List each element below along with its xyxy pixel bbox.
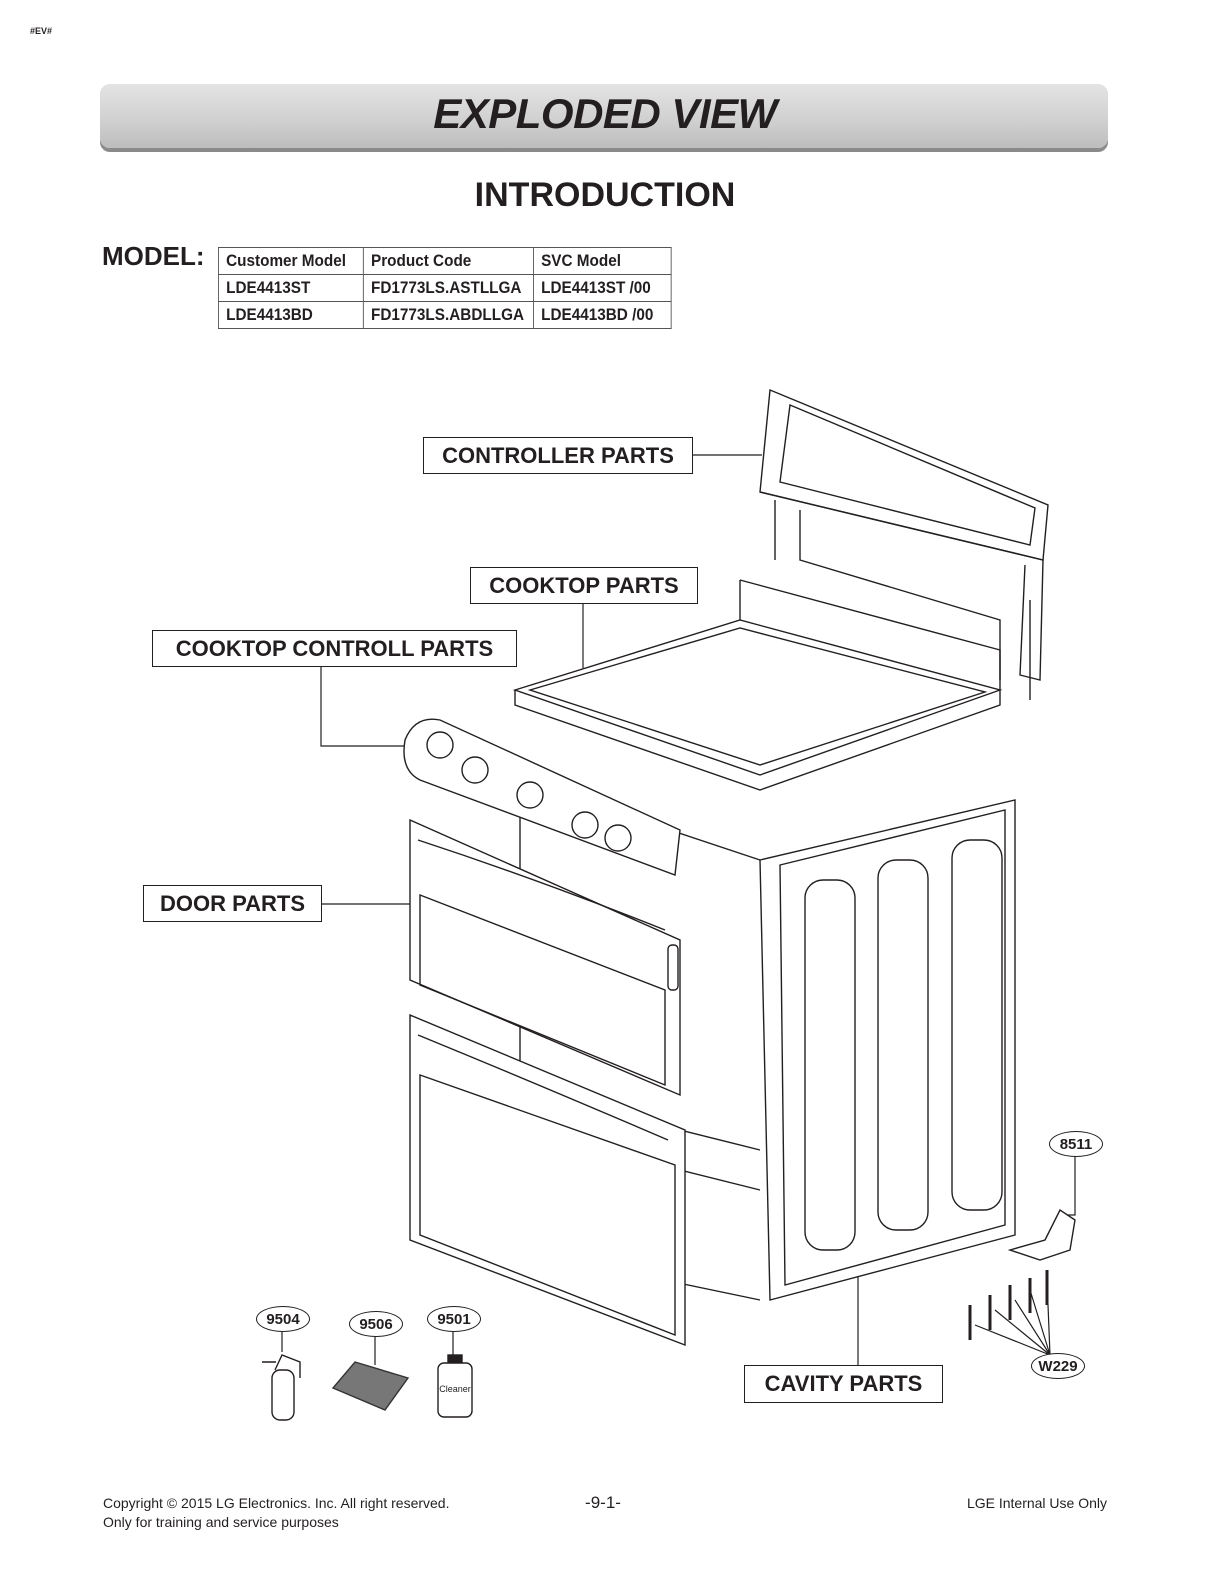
table-header: SVC Model (532, 247, 672, 275)
table-header: Product Code (362, 247, 534, 275)
anti-tip-bracket (1007, 1208, 1076, 1261)
footer-internal: LGE Internal Use Only (966, 1495, 1107, 1511)
cleaner-label: Cleaner (439, 1384, 471, 1394)
knobs (426, 731, 632, 852)
callout-controller-parts: CONTROLLER PARTS (423, 437, 693, 474)
footer-copyright: Copyright © 2015 LG Electronics. Inc. Al… (103, 1495, 450, 1511)
table-cell: LDE4413BD /00 (532, 301, 672, 329)
cooktop-glass (512, 579, 1003, 791)
callout-door-parts: DOOR PARTS (143, 885, 322, 922)
table-row: LDE4413BD FD1773LS.ABDLLGA LDE4413BD /00 (217, 301, 672, 329)
table-header: Customer Model (217, 247, 364, 275)
part-label-w229: W229 (1031, 1353, 1085, 1379)
lower-oven-door (409, 1013, 686, 1347)
page-title: EXPLODED VIEW (433, 90, 777, 137)
section-heading: INTRODUCTION (474, 176, 736, 214)
table-cell: LDE4413ST (217, 274, 364, 302)
screws-w229 (968, 1270, 1049, 1340)
part-label-9504: 9504 (256, 1306, 310, 1332)
cooktop-control-panel (403, 718, 681, 876)
cleaner-bottle-icon (437, 1354, 473, 1418)
part-label-9506: 9506 (349, 1311, 403, 1337)
upper-oven-door (409, 818, 681, 1097)
table-row: LDE4413ST FD1773LS.ASTLLGA LDE4413ST /00 (217, 274, 672, 302)
table-cell: LDE4413BD (217, 301, 364, 329)
part-label-8511: 8511 (1049, 1131, 1103, 1157)
spray-bottle-icon (262, 1354, 301, 1421)
table-cell: FD1773LS.ABDLLGA (362, 301, 534, 329)
table-cell: FD1773LS.ASTLLGA (362, 274, 534, 302)
title-bar (100, 84, 1108, 148)
callout-cavity-parts: CAVITY PARTS (744, 1365, 943, 1403)
callout-cooktop-control-parts: COOKTOP CONTROLL PARTS (152, 630, 517, 667)
callout-cooktop-parts: COOKTOP PARTS (470, 567, 698, 604)
part-label-9501: 9501 (427, 1306, 481, 1332)
table-header-row: Customer Model Product Code SVC Model (217, 247, 672, 275)
table-cell: LDE4413ST /00 (532, 274, 672, 302)
page-tag: #EV# (30, 26, 53, 36)
model-label: MODEL: (102, 241, 205, 271)
model-table: Customer Model Product Code SVC Model LD… (217, 247, 672, 329)
scrub-pad-icon (331, 1361, 410, 1411)
page-number: -9-1- (585, 1493, 621, 1512)
footer-note: Only for training and service purposes (103, 1514, 339, 1530)
